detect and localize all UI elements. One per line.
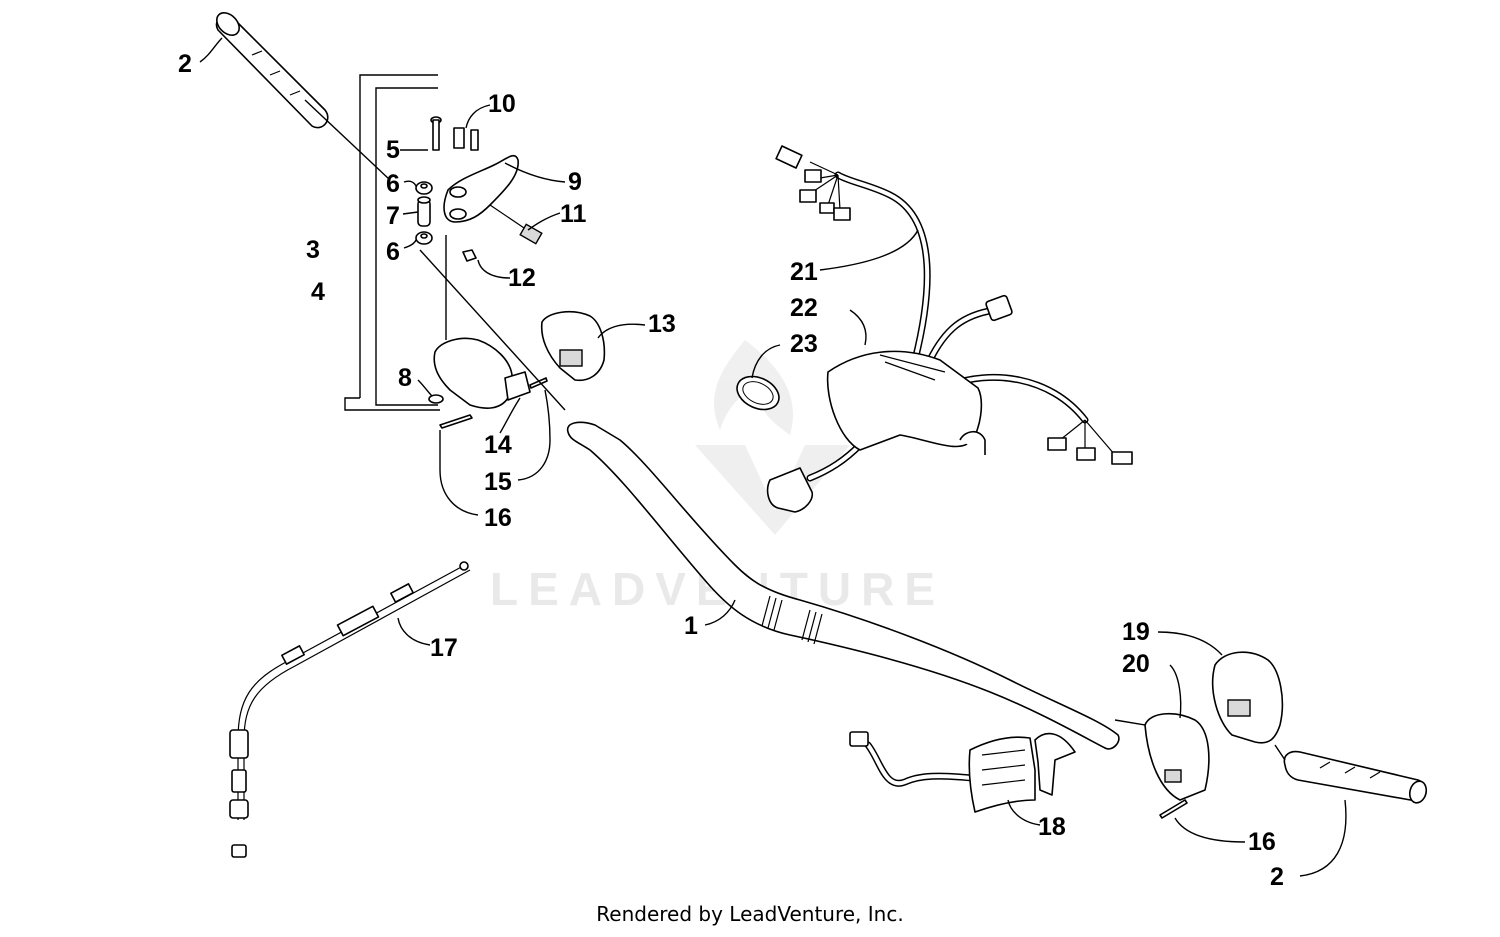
bushing <box>417 196 431 227</box>
throttle-sensor <box>489 204 543 245</box>
screws-left <box>439 377 548 429</box>
left-control-housing <box>428 337 531 409</box>
callout-9: 9 <box>568 168 582 196</box>
callout-3: 3 <box>306 236 320 264</box>
wiring-harness <box>766 145 1133 513</box>
callout-2-right: 2 <box>1270 863 1284 891</box>
small-block <box>462 249 477 262</box>
render-credit: Rendered by LeadVenture, Inc. <box>596 902 904 926</box>
watermark-v-icon <box>695 445 850 535</box>
callout-22: 22 <box>790 294 818 322</box>
pivot-pin <box>430 116 442 151</box>
callout-19: 19 <box>1122 618 1150 646</box>
grip-heater <box>849 731 1076 813</box>
callout-16-right: 16 <box>1248 828 1276 856</box>
callout-14: 14 <box>484 431 512 459</box>
right-grip <box>1283 750 1428 804</box>
assembly-brackets <box>344 74 440 411</box>
callout-21: 21 <box>790 258 818 286</box>
callout-5: 5 <box>386 136 400 164</box>
callout-7: 7 <box>386 202 400 230</box>
leader-lines <box>199 37 1347 877</box>
callout-1: 1 <box>684 612 698 640</box>
washer-upper <box>415 181 433 195</box>
throttle-magnet <box>453 127 479 151</box>
callout-11: 11 <box>560 200 587 228</box>
right-switch-housing <box>1211 651 1284 744</box>
callout-6-lower: 6 <box>386 238 400 266</box>
screw-right <box>1159 799 1188 819</box>
callout-20: 20 <box>1122 650 1150 678</box>
callout-23: 23 <box>790 330 818 358</box>
handlebar <box>566 421 1120 750</box>
callout-16-left: 16 <box>484 504 512 532</box>
callout-8: 8 <box>398 364 412 392</box>
watermark-flame-icon <box>714 340 793 435</box>
throttle-cable <box>229 561 471 858</box>
callout-12: 12 <box>508 264 536 292</box>
callout-17: 17 <box>430 634 458 662</box>
throttle-lever <box>443 155 519 223</box>
callout-6-upper: 6 <box>386 170 400 198</box>
callout-4: 4 <box>311 278 325 306</box>
callout-labels: 1 2 2 3 4 5 6 7 6 8 9 10 11 12 13 14 15 … <box>178 50 1284 891</box>
callout-13: 13 <box>648 310 676 338</box>
left-switch-housing <box>540 310 606 382</box>
clamp-ring <box>736 375 780 411</box>
washer-lower <box>415 231 433 245</box>
callout-15: 15 <box>484 468 512 496</box>
callout-10: 10 <box>488 90 516 118</box>
callout-18: 18 <box>1038 813 1066 841</box>
left-grip <box>215 12 329 129</box>
right-control-housing <box>1144 712 1210 801</box>
callout-2-left: 2 <box>178 50 192 78</box>
